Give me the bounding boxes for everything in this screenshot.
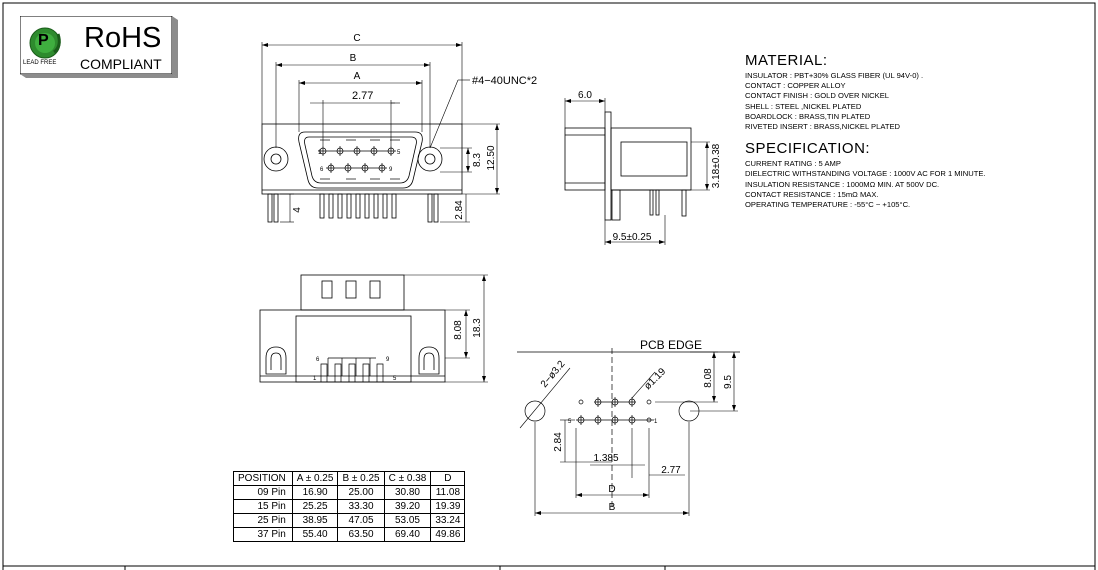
h-8-3: 8.3 — [472, 153, 483, 167]
bottom-pin-6: 6 — [316, 357, 320, 363]
pcb-edge-label: PCB EDGE — [640, 338, 702, 352]
table-row: 09 Pin 16.90 25.00 30.80 11.08 — [233, 485, 466, 500]
material-line: BOARDLOCK : BRASS,TIN PLATED — [745, 111, 871, 121]
pcb-v-label: 2.84 — [553, 432, 564, 452]
pcb-pin-1: 1 — [654, 419, 658, 425]
table-cell: 25.00 — [337, 485, 385, 500]
table-cell: 16.90 — [291, 485, 339, 500]
spec-line: DIELECTRIC WITHSTANDING VOLTAGE : 1000V … — [745, 169, 986, 179]
pcb-pitch-half-label: 1.385 — [593, 453, 618, 464]
table-header: D — [430, 471, 466, 486]
h-4: 4 — [292, 207, 303, 213]
bottom-pin-5: 5 — [393, 376, 397, 382]
dim-a-label: A — [354, 71, 361, 82]
dim-c-label: C — [353, 33, 360, 44]
h-2-84: 2.84 — [454, 200, 465, 220]
table-cell: 55.40 — [291, 527, 339, 542]
pcb-dim-d-label: D — [608, 484, 615, 495]
table-header: A ± 0.25 — [291, 471, 339, 486]
table-cell: 69.40 — [383, 527, 432, 542]
bottom-pin-1: 1 — [313, 376, 317, 382]
bottom-h1-label: 8.08 — [453, 320, 464, 340]
pcb-h2-label: 9.5 — [723, 375, 734, 389]
spec-line: INSULATION RESISTANCE : 1000MΩ MIN. AT 5… — [745, 179, 940, 189]
large-hole-label: 2−ø3.2 — [539, 358, 568, 389]
material-line: CONTACT FINISH : GOLD OVER NICKEL — [745, 91, 890, 101]
side-depth-label: 9.5±0.25 — [613, 232, 652, 243]
material-heading: MATERIAL: — [745, 52, 828, 69]
spec-notes: MATERIAL: INSULATOR : PBT+30% GLASS FIBE… — [745, 50, 1085, 210]
table-cell: 19.39 — [430, 499, 466, 514]
pin-5-label: 5 — [397, 150, 401, 156]
pcb-layout-view — [517, 348, 740, 516]
material-line: INSULATOR : PBT+30% GLASS FIBER (UL 94V-… — [745, 71, 924, 80]
table-cell: 47.05 — [337, 513, 385, 528]
material-list: INSULATOR : PBT+30% GLASS FIBER (UL 94V-… — [745, 71, 1085, 132]
table-cell: 37 Pin — [233, 527, 293, 542]
rohs-subtitle: COMPLIANT — [80, 56, 162, 72]
pitch-label: 2.77 — [352, 90, 373, 102]
table-cell: 53.05 — [383, 513, 432, 528]
pin-6-label: 6 — [320, 167, 324, 173]
rohs-logo: P LEAD FREE RoHS COMPLIANT — [19, 15, 178, 81]
table-header: POSITION — [233, 471, 293, 486]
rohs-title: RoHS — [84, 22, 162, 54]
h-12-50: 12.50 — [486, 145, 497, 170]
side-height-label: 3.18±0.38 — [711, 143, 722, 188]
table-row: 37 Pin 55.40 63.50 69.40 49.86 — [233, 527, 466, 542]
table-cell: 25 Pin — [233, 513, 293, 528]
dimension-table: POSITION A ± 0.25 B ± 0.25 C ± 0.38 D 09… — [233, 471, 466, 542]
table-cell: 63.50 — [337, 527, 385, 542]
table-row: 15 Pin 25.25 33.30 39.20 19.39 — [233, 499, 466, 514]
pin-9-label: 9 — [389, 167, 393, 173]
screw-callout: #4−40UNC*2 — [472, 75, 537, 87]
table-cell: 39.20 — [383, 499, 432, 514]
table-cell: 33.24 — [430, 513, 466, 528]
side-view — [564, 98, 710, 245]
table-row: 25 Pin 38.95 47.05 53.05 33.24 — [233, 513, 466, 528]
spec-line: CONTACT RESISTANCE : 15mΩ MAX. — [745, 189, 879, 199]
pcb-pitch-label: 2.77 — [661, 465, 681, 476]
material-line: SHELL : STEEL ,NICKEL PLATED — [745, 101, 862, 111]
specification-heading: SPECIFICATION: — [745, 140, 871, 158]
table-header: C ± 0.38 — [383, 471, 432, 486]
side-width-label: 6.0 — [578, 90, 592, 101]
pin-1-label: 1 — [318, 150, 322, 156]
dim-b-label: B — [350, 53, 357, 64]
bottom-pin-9: 9 — [386, 357, 390, 363]
specification-list: CURRENT RATING : 5 AMP DIELECTRIC WITHST… — [745, 159, 1085, 210]
lead-free-label: LEAD FREE — [23, 60, 57, 66]
bottom-view — [259, 274, 488, 383]
table-cell: 11.08 — [430, 485, 466, 500]
material-line: RIVETED INSERT : BRASS,NICKEL PLATED — [745, 122, 901, 132]
table-cell: 09 Pin — [233, 485, 293, 500]
table-cell: 33.30 — [337, 499, 385, 514]
material-line: CONTACT : COPPER ALLOY — [745, 81, 846, 91]
front-view — [261, 42, 500, 223]
table-cell: 30.80 — [383, 485, 432, 500]
table-cell: 49.86 — [430, 527, 466, 542]
table-header: B ± 0.25 — [337, 471, 385, 486]
table-cell: 38.95 — [291, 513, 339, 528]
table-header-row: POSITION A ± 0.25 B ± 0.25 C ± 0.38 D — [233, 471, 466, 486]
spec-line: CURRENT RATING : 5 AMP — [745, 159, 841, 169]
pcb-dim-b-label: B — [609, 502, 616, 513]
table-cell: 25.25 — [291, 499, 339, 514]
table-cell: 15 Pin — [233, 499, 293, 514]
small-hole-label: ø1.19 — [642, 366, 668, 392]
pcb-h1-label: 8.08 — [703, 368, 714, 388]
bottom-h2-label: 18.3 — [472, 318, 483, 338]
lead-free-icon: P — [38, 32, 49, 49]
pcb-pin-5: 5 — [568, 419, 572, 425]
spec-line: OPERATING TEMPERATURE : -55°C ~ +105°C. — [745, 200, 911, 210]
